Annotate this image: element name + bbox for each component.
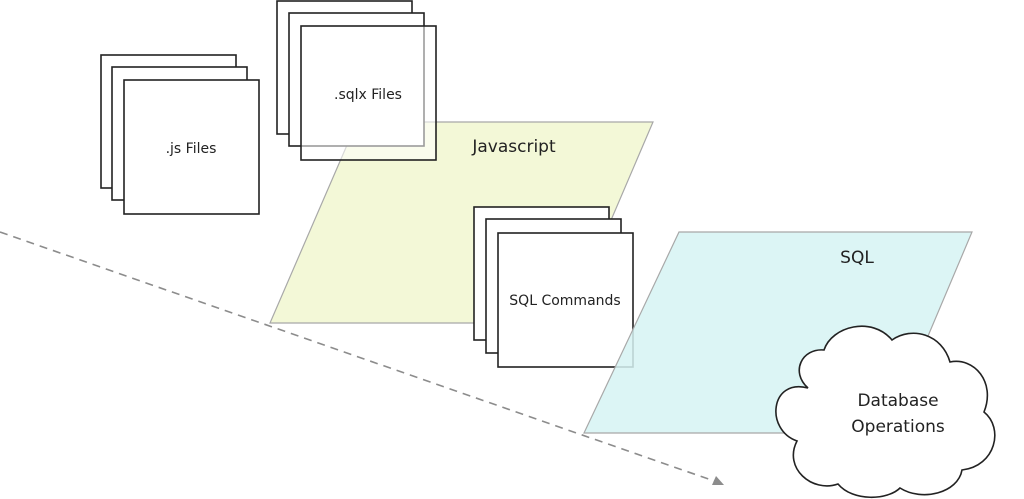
- js-files-label: .js Files: [166, 141, 217, 157]
- sqlx-files-stack: .sqlx Files: [276, 0, 437, 161]
- js-files-stack: .js Files: [100, 54, 260, 215]
- sqlx-files-label: .sqlx Files: [334, 87, 402, 103]
- sql-layer-label: SQL: [840, 248, 874, 268]
- dashed-arrow-line: [0, 231, 718, 483]
- database-operations-cloud: Database Operations: [775, 325, 996, 498]
- database-operations-line1: Database: [857, 391, 938, 411]
- sqlx-files-front-sheet: [300, 25, 437, 161]
- database-operations-line2: Operations: [851, 417, 945, 437]
- sql-commands-front-sheet: [497, 232, 634, 368]
- sql-commands-stack: [473, 206, 634, 368]
- dashed-flow-arrow: [0, 231, 724, 485]
- dashed-arrow-head: [712, 476, 724, 485]
- javascript-layer-label: Javascript: [471, 137, 556, 157]
- sql-commands-label: SQL Commands: [509, 293, 620, 309]
- cloud-shape: [775, 325, 996, 498]
- js-files-front-sheet: [123, 79, 260, 215]
